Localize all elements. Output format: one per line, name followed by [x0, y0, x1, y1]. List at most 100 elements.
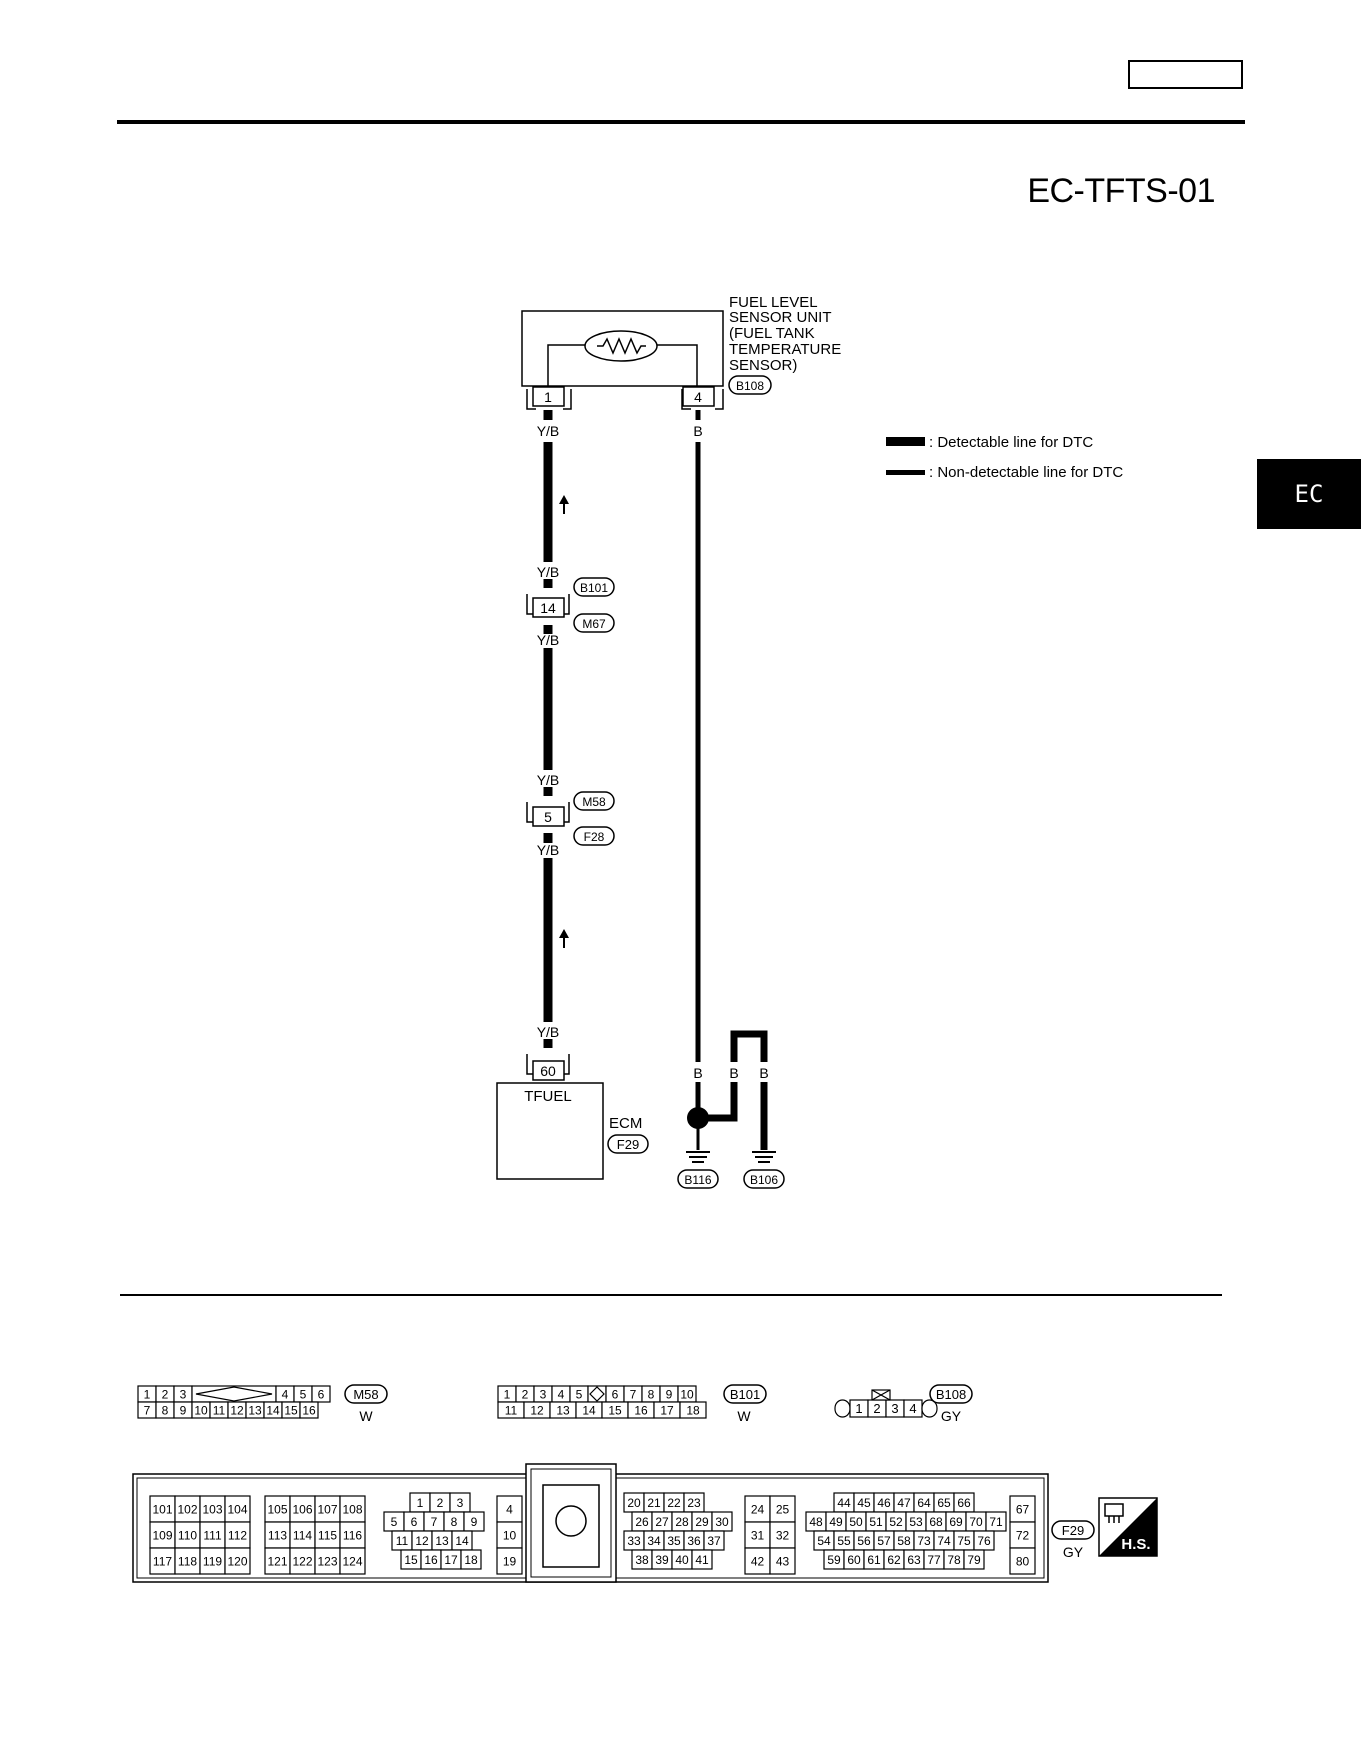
svg-text:16: 16: [424, 1553, 438, 1567]
terminal-cell: 30: [711, 1511, 733, 1532]
svg-text:14: 14: [540, 600, 556, 616]
terminal-cell: 78: [943, 1549, 965, 1570]
svg-text:117: 117: [153, 1554, 172, 1568]
svg-text:118: 118: [178, 1554, 197, 1568]
terminal-cell: 61: [863, 1549, 885, 1570]
terminal-cell: 101: [149, 1495, 176, 1523]
terminal-cell: 47: [893, 1492, 915, 1513]
svg-text:5: 5: [544, 809, 552, 825]
terminal-cell: 27: [651, 1511, 673, 1532]
ecm-label: ECM: [609, 1115, 642, 1132]
signal-arrow-icon: [559, 929, 569, 948]
terminal-cell: 51: [865, 1511, 887, 1532]
terminal-cell: 20: [623, 1492, 645, 1513]
terminal-cell: 10: [191, 1401, 211, 1419]
legend-text-detectable: : Detectable line for DTC: [929, 434, 1093, 451]
legend-swatch-detectable: [886, 437, 925, 446]
svg-text:17: 17: [660, 1403, 674, 1417]
svg-text:TFUEL: TFUEL: [524, 1088, 572, 1105]
terminal-cell: 69: [945, 1511, 967, 1532]
terminal-cell: 34: [643, 1530, 665, 1551]
svg-text:F29: F29: [1062, 1523, 1084, 1538]
terminal-cell: 1: [849, 1399, 869, 1418]
terminal-cell: 37: [703, 1530, 725, 1551]
svg-text:14: 14: [455, 1534, 469, 1548]
terminal-cell: 113: [264, 1521, 291, 1549]
svg-text:112: 112: [228, 1528, 247, 1542]
svg-text:107: 107: [317, 1502, 337, 1516]
ecm-box: TFUEL ECM: [496, 1082, 642, 1180]
wire-label-b: B B B B: [693, 423, 768, 1081]
connector-tag-b101-view: B101: [723, 1384, 767, 1404]
terminal-cell: 41: [691, 1549, 713, 1570]
color-code: GY: [1063, 1544, 1084, 1560]
terminal-cell: 2: [429, 1492, 451, 1513]
terminal-cell: 10: [496, 1521, 523, 1549]
terminal-cell: 1: [497, 1385, 517, 1403]
terminal-cell: 45: [853, 1492, 875, 1513]
terminal-cell: 65: [933, 1492, 955, 1513]
svg-text:53: 53: [909, 1515, 923, 1529]
svg-text:10: 10: [503, 1528, 517, 1542]
terminal-cell: 52: [885, 1511, 907, 1532]
terminal-cell: 8: [641, 1385, 661, 1403]
svg-text:121: 121: [267, 1554, 287, 1568]
svg-text:B: B: [693, 1065, 702, 1081]
svg-text:26: 26: [635, 1515, 649, 1529]
svg-text:8: 8: [648, 1387, 655, 1401]
terminal-cell: 13: [549, 1401, 577, 1419]
terminal-cell: 49: [825, 1511, 847, 1532]
svg-text:5: 5: [300, 1387, 307, 1401]
color-code: GY: [941, 1408, 962, 1424]
svg-text:13: 13: [248, 1403, 262, 1417]
sensor-label-3: (FUEL TANK: [729, 325, 815, 342]
terminal-cell: 29: [691, 1511, 713, 1532]
svg-text:15: 15: [404, 1553, 418, 1567]
svg-text:30: 30: [715, 1515, 729, 1529]
terminal-cell: 9: [463, 1511, 485, 1532]
connector-tag-m58-view: M58: [344, 1384, 388, 1404]
svg-text:65: 65: [937, 1496, 951, 1510]
svg-text:116: 116: [343, 1528, 362, 1542]
terminal-cell: 5: [383, 1511, 405, 1532]
svg-text:M58: M58: [353, 1387, 378, 1402]
terminal-cell: 124: [339, 1547, 366, 1575]
terminal-cell: 12: [411, 1530, 433, 1551]
svg-text:38: 38: [635, 1553, 649, 1567]
svg-text:12: 12: [530, 1403, 544, 1417]
signal-arrow-icon: [559, 495, 569, 514]
terminal-cell: 108: [339, 1495, 366, 1523]
svg-text:114: 114: [293, 1528, 312, 1542]
guide-hole-icon: [555, 1505, 587, 1537]
svg-text:Y/B: Y/B: [537, 423, 560, 439]
terminal-cell: 72: [1009, 1521, 1036, 1549]
terminal-cell: 25: [769, 1495, 796, 1523]
terminal-cell: 6: [605, 1385, 625, 1403]
svg-text:12: 12: [415, 1534, 429, 1548]
svg-text:B101: B101: [580, 581, 608, 595]
svg-text:7: 7: [144, 1403, 151, 1417]
svg-text:58: 58: [897, 1534, 911, 1548]
svg-text:2: 2: [162, 1387, 169, 1401]
svg-text:14: 14: [582, 1403, 596, 1417]
svg-text:68: 68: [929, 1515, 943, 1529]
svg-text:37: 37: [707, 1534, 721, 1548]
page-number-box: [1128, 60, 1243, 89]
svg-text:63: 63: [907, 1553, 921, 1567]
svg-text:36: 36: [687, 1534, 701, 1548]
svg-text:54: 54: [817, 1534, 831, 1548]
terminal-cell: 21: [643, 1492, 665, 1513]
svg-text:21: 21: [647, 1496, 661, 1510]
svg-text:101: 101: [152, 1502, 172, 1516]
terminal-cell: 54: [813, 1530, 835, 1551]
ground-icon: [686, 1151, 710, 1163]
svg-text:79: 79: [967, 1553, 981, 1567]
svg-text:115: 115: [318, 1528, 337, 1542]
svg-text:122: 122: [292, 1554, 312, 1568]
terminal-cell: 50: [845, 1511, 867, 1532]
svg-text:Y/B: Y/B: [537, 564, 560, 580]
terminal-cell: 15: [400, 1549, 422, 1570]
fuel-level-sensor-unit: FUEL LEVEL SENSOR UNIT (FUEL TANK TEMPER…: [521, 294, 841, 387]
svg-text:F28: F28: [584, 830, 605, 844]
section-tab-ec[interactable]: EC: [1257, 459, 1361, 529]
